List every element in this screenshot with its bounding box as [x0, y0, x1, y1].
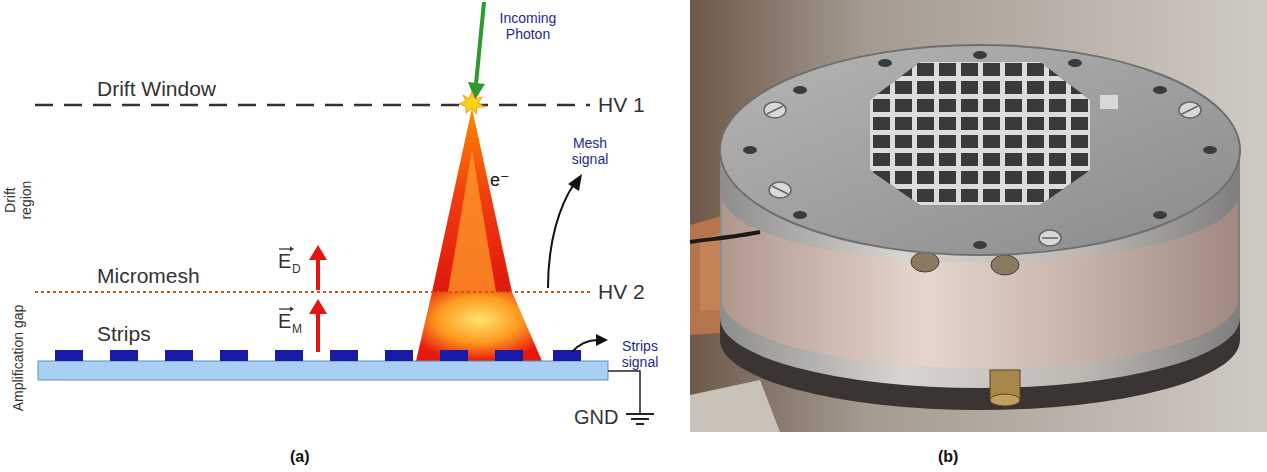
field-subscript: D	[292, 263, 301, 277]
micromesh-label: Micromesh	[97, 264, 200, 288]
ground-label: GND	[574, 406, 618, 429]
field-symbol: E	[278, 310, 291, 333]
photon-label: Incoming Photon	[487, 10, 569, 42]
signal-label: Strips signal	[609, 338, 671, 370]
voltage-label: HV 1	[598, 93, 645, 117]
drift-window-label: Drift Window	[97, 77, 216, 101]
electron-label: e⁻	[490, 170, 510, 191]
voltage-label: HV 2	[598, 280, 645, 304]
field-subscript: M	[292, 323, 302, 337]
strips-label: Strips	[97, 322, 151, 346]
signal-label: Mesh signal	[558, 135, 622, 167]
gap-label: Amplification gap	[10, 304, 26, 412]
region-label: Drift region	[2, 169, 34, 231]
panel-label: (a)	[290, 448, 310, 466]
panel-label: (b)	[938, 448, 958, 466]
field-symbol: E	[278, 250, 291, 273]
